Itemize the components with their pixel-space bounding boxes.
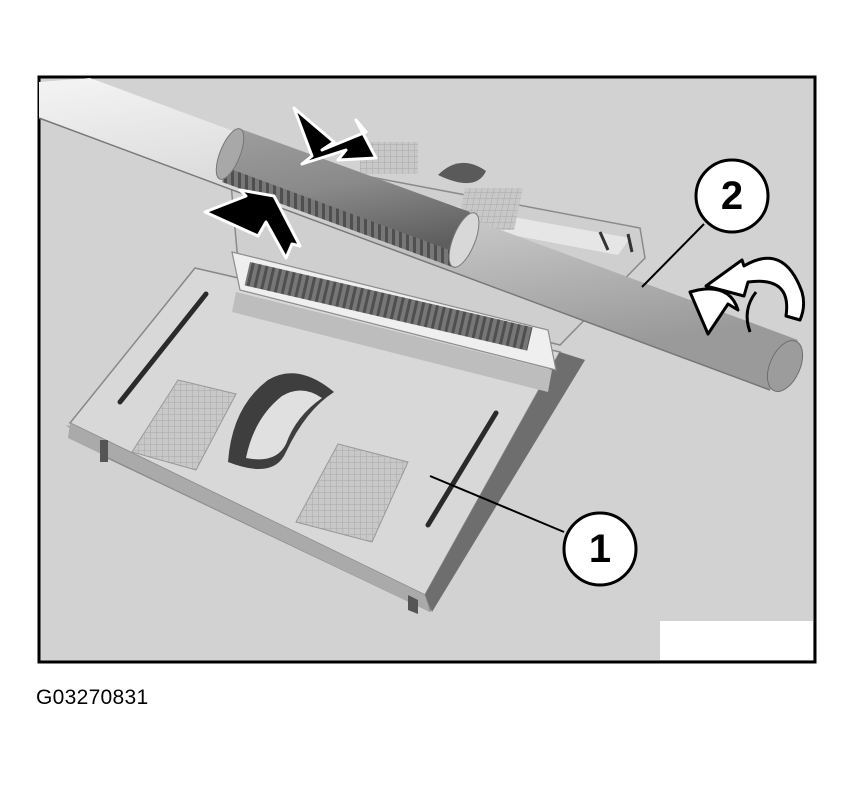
base-plate: [66, 251, 585, 614]
callout-2: 2: [694, 158, 770, 234]
figure-caption: G03270831: [36, 686, 149, 709]
callout-1: 1: [562, 511, 638, 587]
leader-line-1: [429, 475, 565, 533]
blank-label-box: [660, 621, 813, 660]
callout-1-label: 1: [589, 527, 611, 571]
press-arrow-icon: [203, 106, 378, 260]
callout-2-label: 2: [721, 174, 743, 218]
leader-line-2: [641, 223, 705, 288]
rotate-arrow-icon: [688, 256, 806, 336]
shaft: [38, 78, 804, 392]
